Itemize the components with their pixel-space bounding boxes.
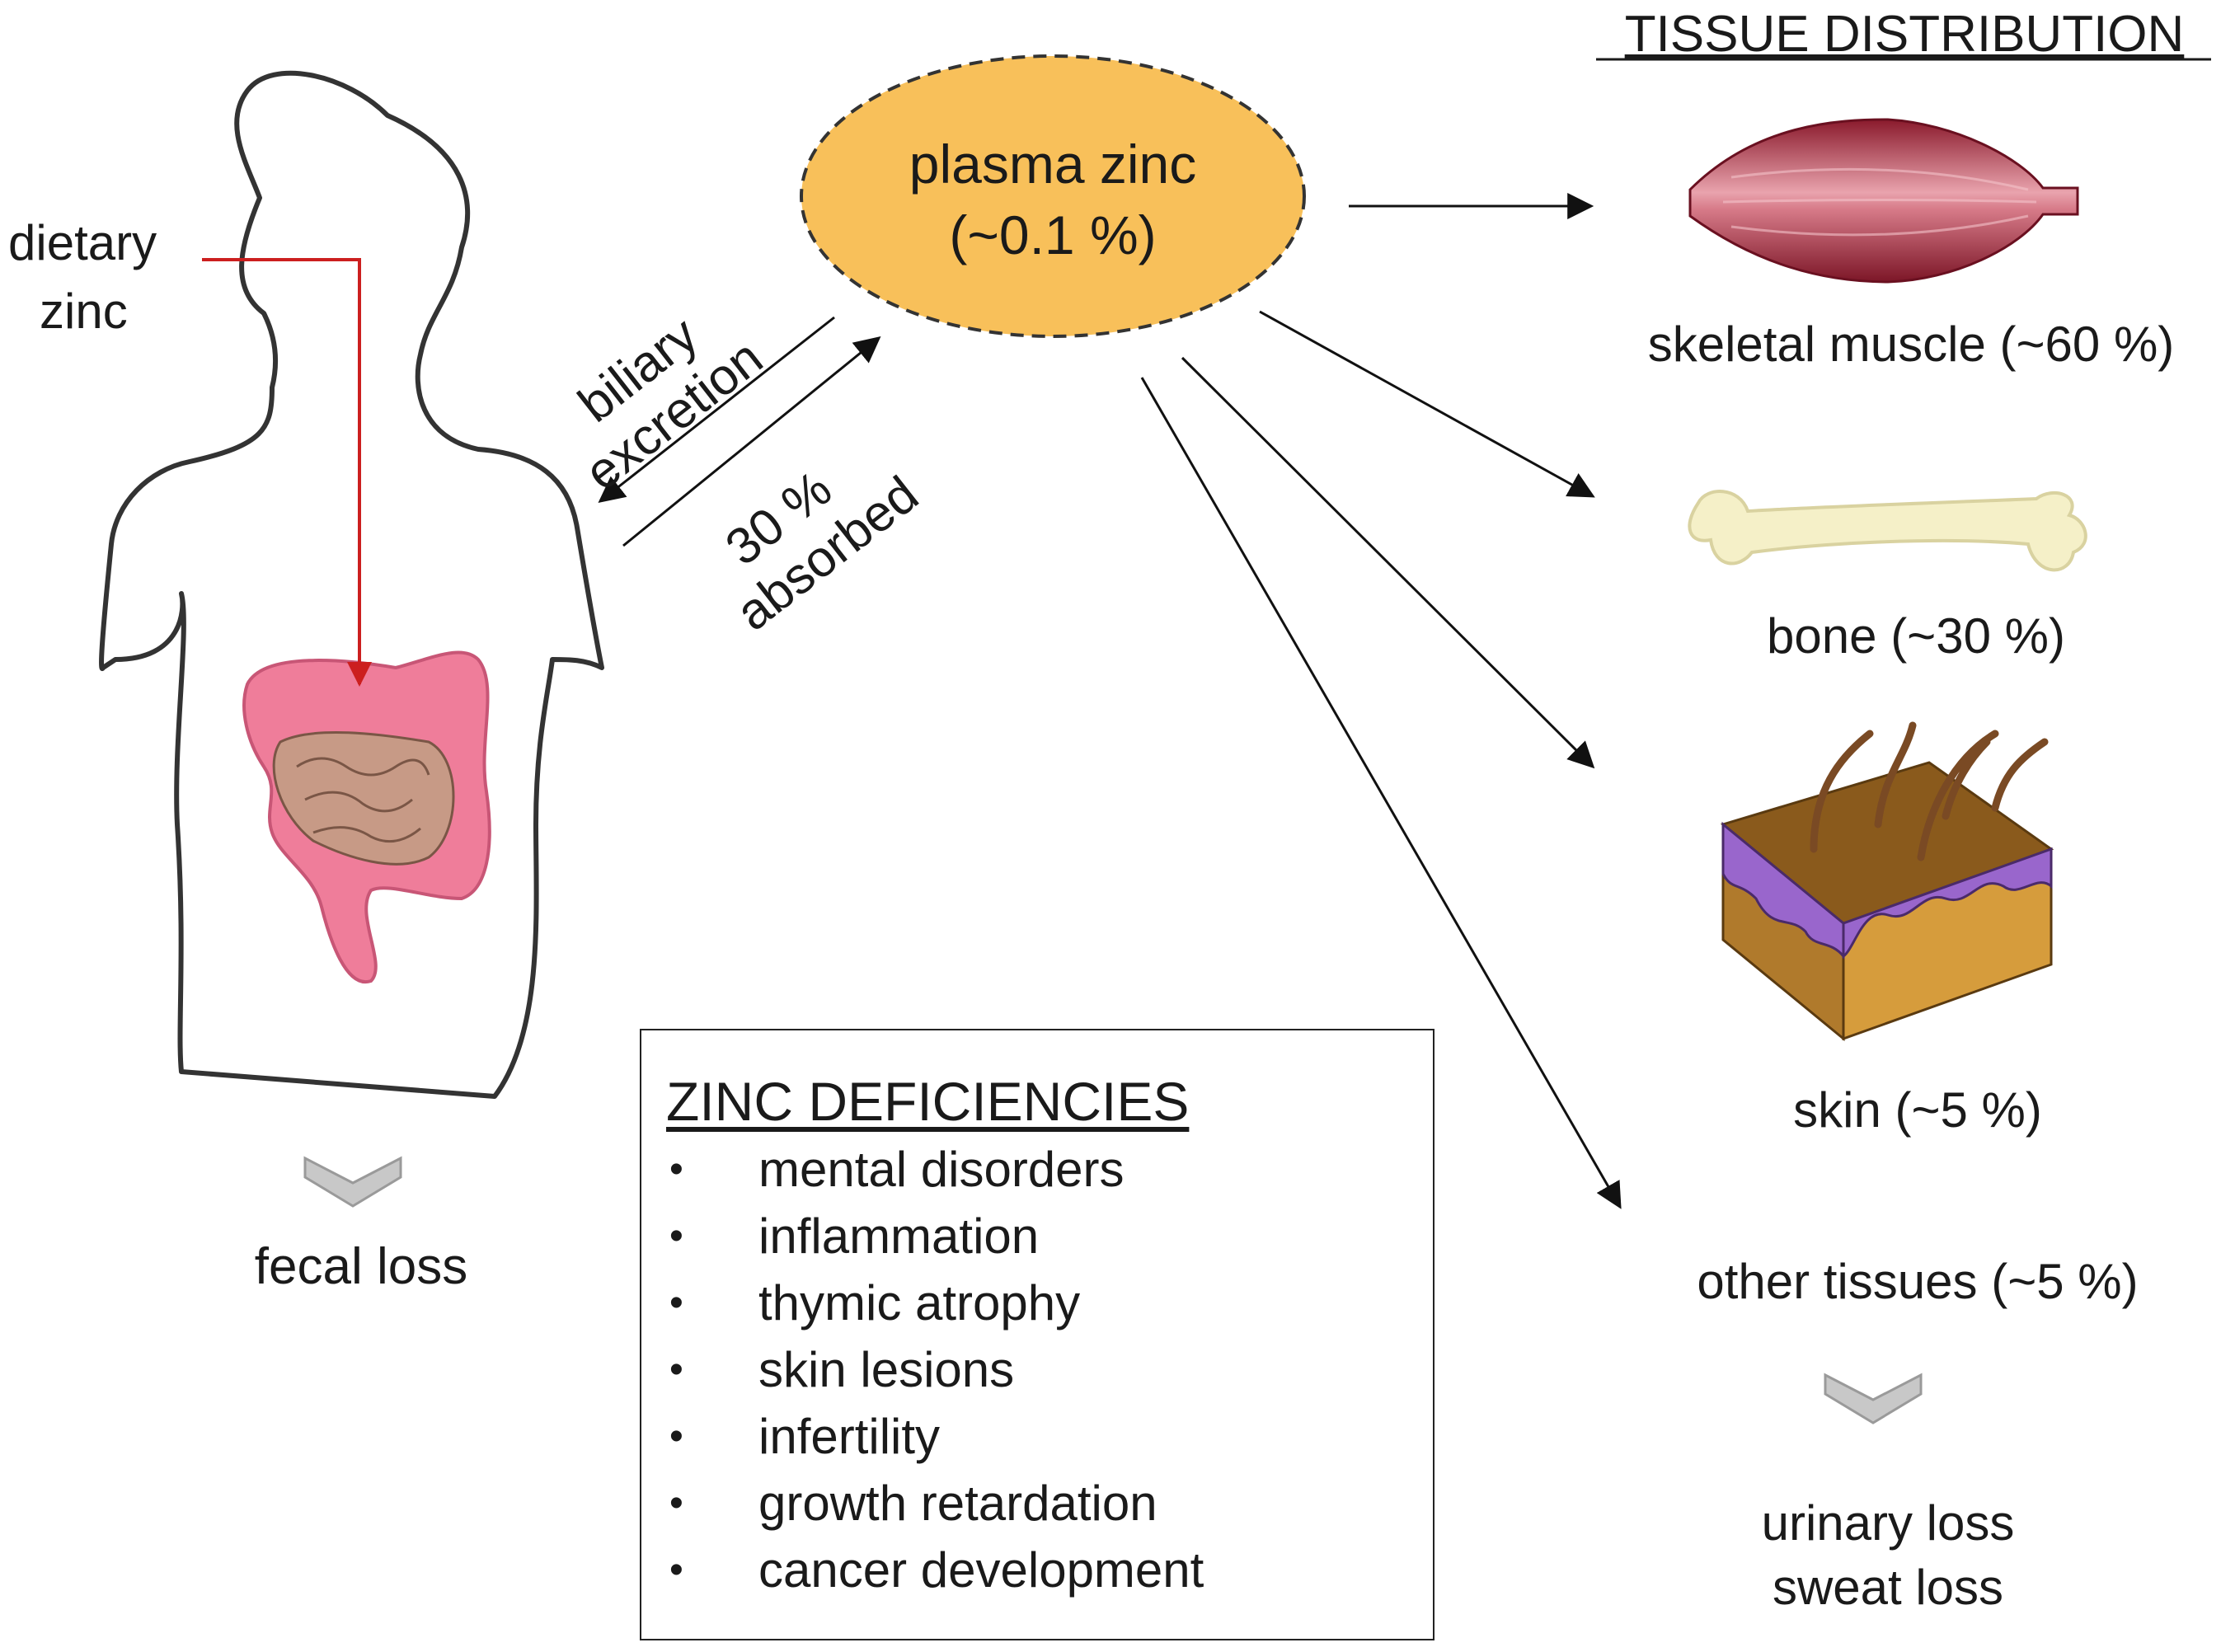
arrow-to-skin <box>1181 356 1595 769</box>
list-item: • mental disorders <box>666 1136 1204 1203</box>
arrow-to-bone <box>1259 310 1595 498</box>
urinary-loss-chevron-icon <box>1824 1373 1923 1424</box>
plasma-zinc-percent: (~0.1 %) <box>949 204 1156 265</box>
zinc-deficiencies-title: ZINC DEFICIENCIES <box>666 1071 1190 1132</box>
biliary-excretion-label: biliary excretion <box>568 307 773 502</box>
deficiency-text: inflammation <box>758 1208 1040 1264</box>
bullet-point: • <box>669 1415 683 1458</box>
deficiency-text: infertility <box>758 1409 941 1464</box>
fecal-loss-chevron-icon <box>303 1156 402 1208</box>
plasma-zinc-node: plasma zinc (~0.1 %) <box>800 54 1306 338</box>
list-item: • infertility <box>666 1403 1204 1470</box>
deficiency-text: skin lesions <box>758 1342 1015 1397</box>
tissue-label-bone: bone (~30 %) <box>1767 608 2065 664</box>
deficiency-text: thymic atrophy <box>758 1275 1081 1331</box>
deficiency-text: mental disorders <box>758 1142 1125 1197</box>
skeletal-muscle-icon <box>1688 118 2079 284</box>
bullet-point: • <box>669 1214 683 1258</box>
intestines-illustration <box>242 650 491 984</box>
arrow-to-other-tissues <box>1140 377 1622 1209</box>
dietary-zinc-arrow <box>202 258 372 687</box>
dietary-zinc-label-line1: dietary <box>8 215 157 270</box>
sweat-loss-label: sweat loss <box>1773 1560 2003 1615</box>
tissue-distribution-title: TISSUE DISTRIBUTION <box>1625 6 2185 63</box>
skin-icon <box>1720 721 2054 1042</box>
list-item: • growth retardation <box>666 1470 1204 1537</box>
list-item: • skin lesions <box>666 1336 1204 1403</box>
biliary-excretion-arrow <box>598 316 835 503</box>
absorbed-label: 30 % absorbed <box>716 460 929 641</box>
bullet-point: • <box>669 1548 683 1592</box>
deficiency-text: cancer development <box>758 1542 1204 1598</box>
bullet-point: • <box>669 1348 683 1392</box>
tissue-label-skin: skin (~5 %) <box>1793 1082 2042 1138</box>
list-item: • thymic atrophy <box>666 1270 1204 1336</box>
list-item: • inflammation <box>666 1203 1204 1270</box>
bullet-point: • <box>669 1481 683 1525</box>
plasma-zinc-label: plasma zinc <box>909 134 1196 195</box>
bullet-point: • <box>669 1147 683 1191</box>
urinary-loss-label: urinary loss <box>1762 1495 2015 1551</box>
fecal-loss-label: fecal loss <box>255 1238 467 1295</box>
tissue-label-skeletal-muscle: skeletal muscle (~60 %) <box>1648 317 2175 372</box>
list-item: • cancer development <box>666 1537 1204 1603</box>
bullet-point: • <box>669 1281 683 1325</box>
deficiency-text: growth retardation <box>758 1476 1157 1531</box>
zinc-deficiencies-box: ZINC DEFICIENCIES • mental disorders • inf… <box>640 1029 1434 1640</box>
zinc-deficiencies-list: • mental disorders • inflammation • thymic … <box>666 1136 1204 1603</box>
dietary-zinc-label-line2: zinc <box>40 284 128 339</box>
tissue-label-other-tissues: other tissues (~5 %) <box>1697 1254 2138 1309</box>
absorption-arrow <box>622 336 881 547</box>
bone-icon <box>1688 490 2087 572</box>
